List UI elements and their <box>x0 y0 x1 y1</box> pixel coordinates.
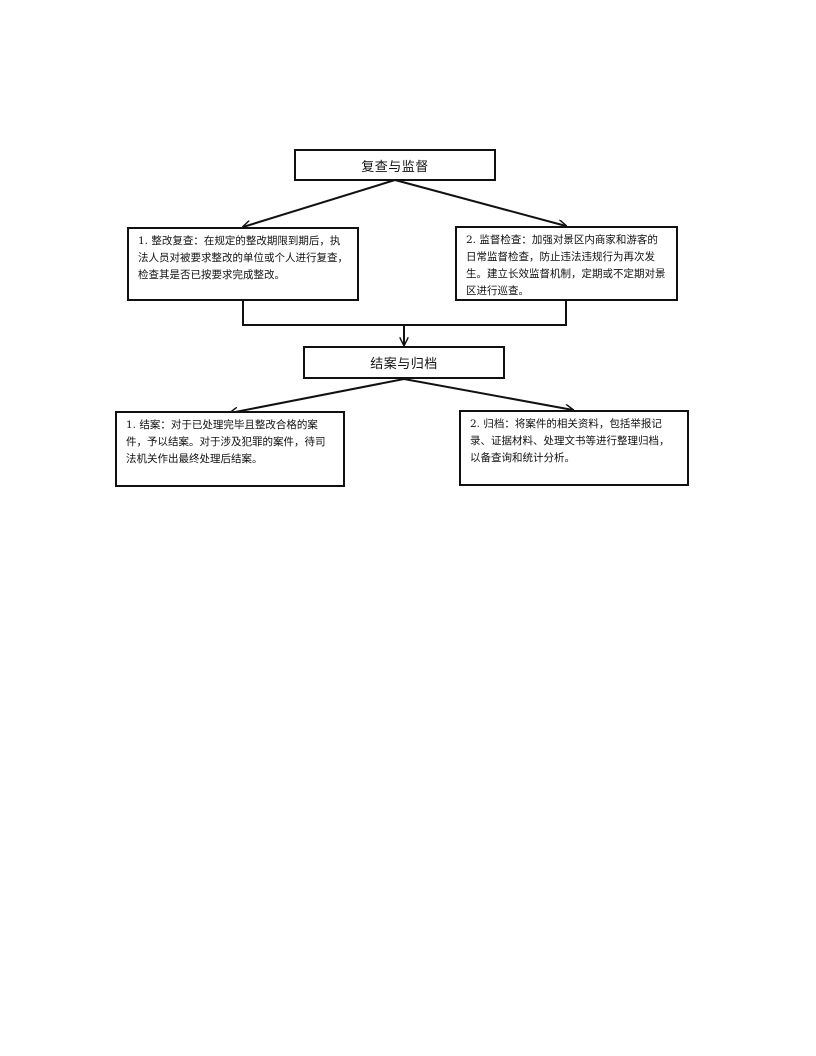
archive-box: 2. 归档：将案件的相关资料，包括举报记录、证据材料、处理文书等进行整理归档，以… <box>459 410 689 486</box>
archive-text: 2. 归档：将案件的相关资料，包括举报记录、证据材料、处理文书等进行整理归档，以… <box>470 418 670 464</box>
rectification-review-text: 1. 整改复查：在规定的整改期限到期后，执法人员对被要求整改的单位或个人进行复查… <box>138 235 348 281</box>
review-supervision-title-box: 复查与监督 <box>294 149 496 181</box>
arrow-closure-to-close-case <box>230 378 405 413</box>
arrow-review-to-rectification <box>243 179 396 227</box>
arrow-review-to-supervision <box>394 179 566 226</box>
case-closure-box: 1. 结案：对于已处理完毕且整改合格的案件，予以结案。对于涉及犯罪的案件，待司法… <box>115 411 345 487</box>
closure-archive-title-box: 结案与归档 <box>303 346 505 379</box>
review-supervision-title: 复查与监督 <box>361 159 429 175</box>
case-closure-text: 1. 结案：对于已处理完毕且整改合格的案件，予以结案。对于涉及犯罪的案件，待司法… <box>126 419 326 465</box>
closure-archive-title: 结案与归档 <box>370 357 438 372</box>
rectification-review-box: 1. 整改复查：在规定的整改期限到期后，执法人员对被要求整改的单位或个人进行复查… <box>127 227 359 301</box>
supervision-inspection-box: 2. 监督检查：加强对景区内商家和游客的日常监督检查，防止违法违规行为再次发生。… <box>455 226 678 301</box>
arrow-closure-to-archive <box>403 378 573 410</box>
supervision-inspection-text: 2. 监督检查：加强对景区内商家和游客的日常监督检查，防止违法违规行为再次发生。… <box>466 234 666 297</box>
merge-connector <box>242 300 567 326</box>
